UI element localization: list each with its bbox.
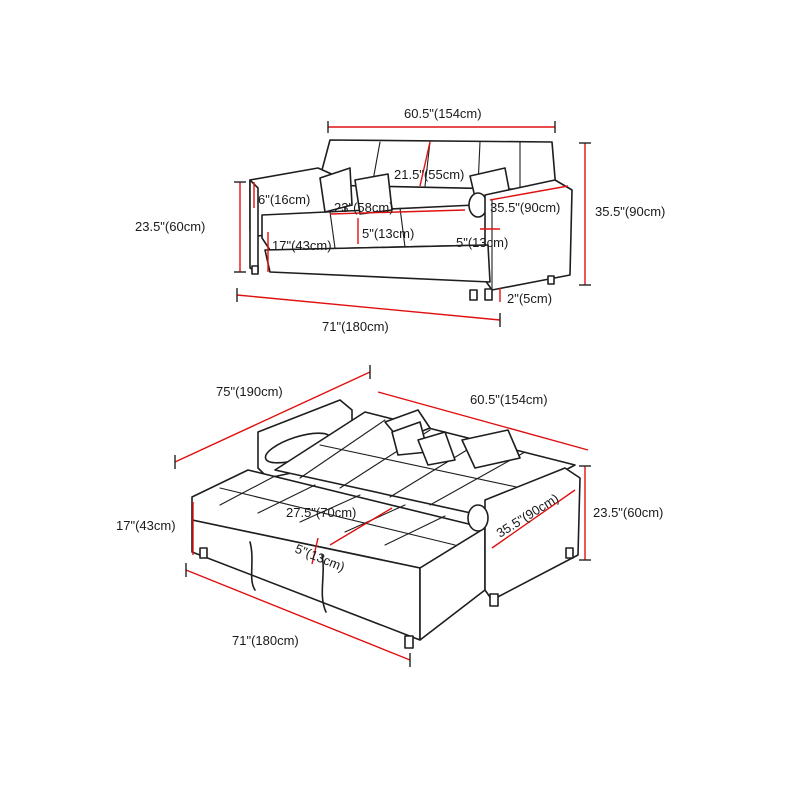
label-width-top: 60.5"(154cm) (404, 106, 482, 121)
back-seam (424, 141, 431, 187)
label-bed-total-width: 71"(180cm) (232, 633, 299, 648)
bed-pillow (461, 429, 521, 469)
bed-seam (299, 419, 386, 479)
dim-line-back-height (419, 141, 431, 187)
label-bed-arm-height: 23.5"(60cm) (593, 505, 663, 520)
label-back-height: 21.5"(55cm) (394, 167, 464, 182)
label-seat-depth: 23"(58cm) (334, 200, 394, 215)
bed-bolster (467, 504, 489, 532)
dim-line-arm-depth (491, 489, 576, 549)
label-total-height: 35.5"(90cm) (595, 204, 665, 219)
label-armrest-height: 6"(16cm) (258, 192, 310, 207)
bed-seam (319, 444, 541, 493)
bed-seam (219, 487, 456, 546)
label-bed-length: 75"(190cm) (216, 384, 283, 399)
seat-seam (329, 211, 336, 249)
bed-seam (384, 515, 446, 546)
bed-seam (299, 494, 361, 523)
bed-seam (257, 484, 316, 514)
sofa-leg (484, 288, 493, 301)
bed-pillow (417, 431, 456, 466)
sofa-leg (547, 275, 555, 285)
bed-seam (219, 475, 276, 506)
bed-leg (199, 547, 208, 559)
label-cushion-thickness: 5"(13cm) (362, 226, 414, 241)
dim-line-total-width (185, 569, 411, 661)
dim-line-mattress-depth (329, 507, 393, 546)
label-seat-height: 23.5"(60cm) (135, 219, 205, 234)
sofa-pillow (319, 167, 353, 213)
label-arm-width: 5"(13cm) (456, 235, 508, 250)
label-bed-width-top: 60.5"(154cm) (470, 392, 548, 407)
bed-leg (489, 593, 499, 607)
label-leg-height: 2"(5cm) (507, 291, 552, 306)
pull-strap (321, 554, 327, 613)
dim-line-total-width (236, 294, 501, 321)
sofa-view: 60.5"(154cm) 21.5"(55cm) 6"(16cm) 23"(58… (135, 106, 665, 334)
dim-line-width-top (377, 391, 589, 451)
bed-rear-section (274, 411, 576, 516)
dim-line-bed-length (174, 371, 371, 463)
bed-leg (565, 547, 574, 559)
dim-line-seat-depth (329, 209, 466, 215)
label-mattress-depth: 27.5"(70cm) (286, 505, 356, 520)
label-arm-depth: 35.5"(90cm) (490, 200, 560, 215)
sofa-leg (469, 289, 478, 301)
pull-strap (249, 541, 256, 591)
label-base-height: 17"(43cm) (272, 238, 332, 253)
dim-line-cushion (311, 537, 319, 565)
bed-view: 75"(190cm) 60.5"(154cm) 17"(43cm) 27.5"(… (116, 365, 663, 667)
seat-seam (399, 207, 406, 248)
bed-leg (404, 635, 414, 649)
label-total-width: 71"(180cm) (322, 319, 389, 334)
sofa-leg (251, 265, 259, 275)
label-bed-height: 17"(43cm) (116, 518, 176, 533)
bed-right-arm (484, 467, 581, 601)
dim-line-arm-depth (489, 185, 569, 201)
sofa-pillow (354, 173, 393, 215)
